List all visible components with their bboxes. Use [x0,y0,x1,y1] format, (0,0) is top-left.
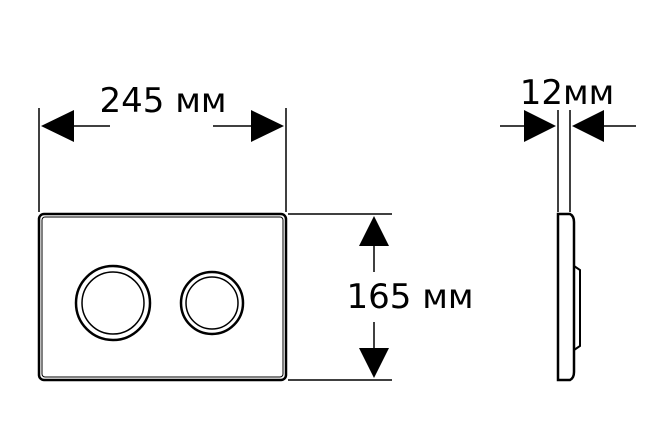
height-arrow-down-icon [359,348,389,378]
height-arrow-up-icon [359,216,389,246]
height-dimension: 165 мм [288,213,474,381]
flush-plate-inner-edge [41,216,284,378]
width-arrow-left-icon [41,110,74,142]
width-dimension: 245 мм [38,81,287,212]
plate-side-profile [556,212,576,382]
depth-arrow-left-icon [572,110,604,142]
large-flush-button-inner [81,271,145,335]
plate-side-mount [573,265,581,351]
width-label: 245 мм [99,81,226,121]
side-view [556,212,581,382]
height-label: 165 мм [346,277,473,317]
depth-label: 12мм [520,73,615,113]
large-flush-button-outer [74,264,152,342]
front-view [37,212,288,382]
width-arrow-right-icon [251,110,284,142]
depth-arrow-right-icon [524,110,556,142]
flush-plate-outline [37,212,288,382]
small-flush-button-inner [185,276,239,330]
small-flush-button-outer [179,270,245,336]
depth-dimension: 12мм [500,73,636,212]
